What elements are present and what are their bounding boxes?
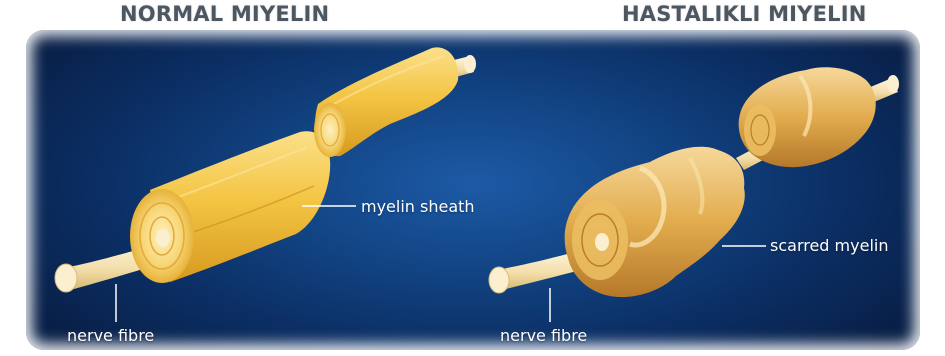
- myelin-sheath-segment-small: [314, 47, 458, 157]
- scarred-myelin-label: scarred myelin: [770, 236, 888, 255]
- scarred-myelin-segment-large: [565, 147, 745, 297]
- myelin-sheath-segment-large: [130, 131, 330, 283]
- nerve-fibre-label-normal: nerve fibre: [67, 326, 154, 345]
- nerve-fibre-label-diseased: nerve fibre: [500, 326, 587, 345]
- scarred-myelin-segment-small: [739, 67, 876, 167]
- myelin-sheath-label: myelin sheath: [361, 197, 475, 216]
